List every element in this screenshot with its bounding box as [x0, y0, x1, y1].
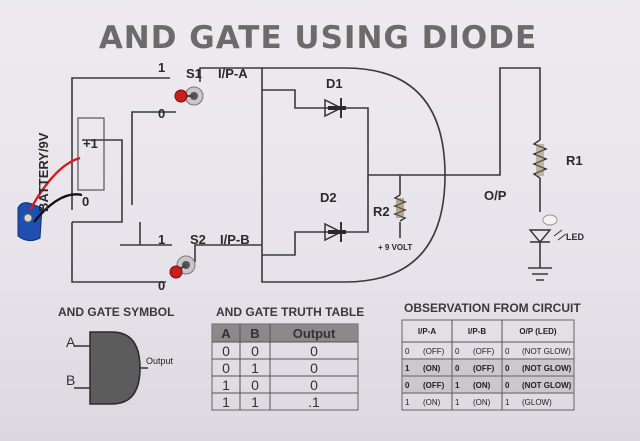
observation-cell: (NOT GLOW)	[522, 364, 572, 373]
truth-table-header: A	[221, 326, 231, 341]
observation-cell: (OFF)	[423, 347, 445, 356]
truth-table-header: B	[250, 326, 259, 341]
output-label: O/P	[484, 188, 507, 203]
truth-table-header: Output	[293, 326, 336, 341]
observation-cell: (OFF)	[423, 381, 445, 390]
observation-cell: (ON)	[473, 398, 491, 407]
led	[528, 214, 567, 244]
s2-bottom-label: 0	[158, 278, 165, 293]
observation-cell: 0	[405, 347, 410, 356]
observation-cell: (NOT GLOW)	[522, 347, 571, 356]
truth-table-cell: 0	[310, 360, 318, 376]
observation-cell: (GLOW)	[522, 398, 552, 407]
s2-top-label: 1	[158, 232, 165, 247]
battery-plus-label: +1	[83, 136, 98, 151]
truth-table-heading: AND GATE TRUTH TABLE	[216, 305, 364, 319]
d2-label: D2	[320, 190, 337, 205]
switch-s2[interactable]	[169, 255, 196, 279]
truth-table-cell: 1	[222, 394, 230, 410]
observation-cell: 0	[455, 347, 460, 356]
observation-cell: (NOT GLOW)	[522, 381, 572, 390]
truth-table-cell: 0	[251, 377, 259, 393]
truth-table-cell: 0	[310, 377, 318, 393]
battery-zero-label: 0	[82, 194, 89, 209]
observation-cell: 1	[455, 381, 460, 390]
symbol-output: Output	[146, 356, 174, 366]
truth-table-cell: 0	[222, 343, 230, 359]
symbol-input-a: A	[66, 334, 76, 350]
observation-header: I/P-A	[418, 327, 436, 336]
symbol-input-b: B	[66, 372, 75, 388]
diode-d1	[324, 98, 346, 118]
observation-cell: 0	[505, 347, 510, 356]
truth-table-cell: 1	[251, 394, 259, 410]
observation-header: I/P-B	[468, 327, 486, 336]
observation-cell: 1	[405, 398, 410, 407]
observation-cell: 1	[505, 398, 510, 407]
truth-table-cell: 0	[251, 343, 259, 359]
s2-label: S2	[190, 232, 206, 247]
led-label: LED	[566, 232, 585, 242]
truth-table-cell: 1	[222, 377, 230, 393]
switch-s1[interactable]	[174, 86, 204, 106]
observation-cell: 0	[405, 381, 410, 390]
observation-table: I/P-A I/P-B O/P (LED) 0 (OFF) 0 (OFF) 0 (NOT GLO…	[401, 319, 575, 411]
s1-label: S1	[186, 66, 202, 81]
truth-table-cell: 1	[251, 360, 259, 376]
truth-table-cell: .1	[308, 394, 320, 410]
battery-label: BATTERY/9V	[36, 132, 51, 212]
observation-cell: 0	[505, 381, 510, 390]
volt-label: + 9 VOLT	[378, 243, 412, 252]
page-title: AND GATE USING DIODE	[99, 20, 537, 56]
resistor-r2	[393, 194, 407, 222]
s1-top-label: 1	[158, 60, 165, 75]
observation-cell: (OFF)	[473, 347, 495, 356]
r1-label: R1	[566, 153, 583, 168]
and-gate-symbol	[74, 331, 148, 405]
observation-cell: (OFF)	[473, 364, 495, 373]
observation-header: O/P (LED)	[519, 327, 557, 336]
truth-table-cell: 0	[222, 360, 230, 376]
observation-cell: 0	[505, 364, 510, 373]
ipb-label: I/P-B	[220, 232, 250, 247]
observation-cell: 1	[405, 364, 410, 373]
battery	[17, 117, 105, 242]
observation-cell: 1	[455, 398, 460, 407]
circuit-wires	[71, 67, 552, 283]
observation-cell: 0	[455, 364, 460, 373]
observation-cell: (ON)	[423, 364, 441, 373]
observation-heading: OBSERVATION FROM CIRCUIT	[404, 301, 581, 315]
ipa-label: I/P-A	[218, 66, 248, 81]
resistor-r1	[532, 139, 548, 179]
r2-label: R2	[373, 204, 390, 219]
diode-d2	[324, 222, 346, 242]
symbol-heading: AND GATE SYMBOL	[58, 305, 174, 319]
observation-cell: (ON)	[423, 398, 441, 407]
truth-table-cell: 0	[310, 343, 318, 359]
observation-cell: (ON)	[473, 381, 491, 390]
d1-label: D1	[326, 76, 343, 91]
s1-bottom-label: 0	[158, 106, 165, 121]
